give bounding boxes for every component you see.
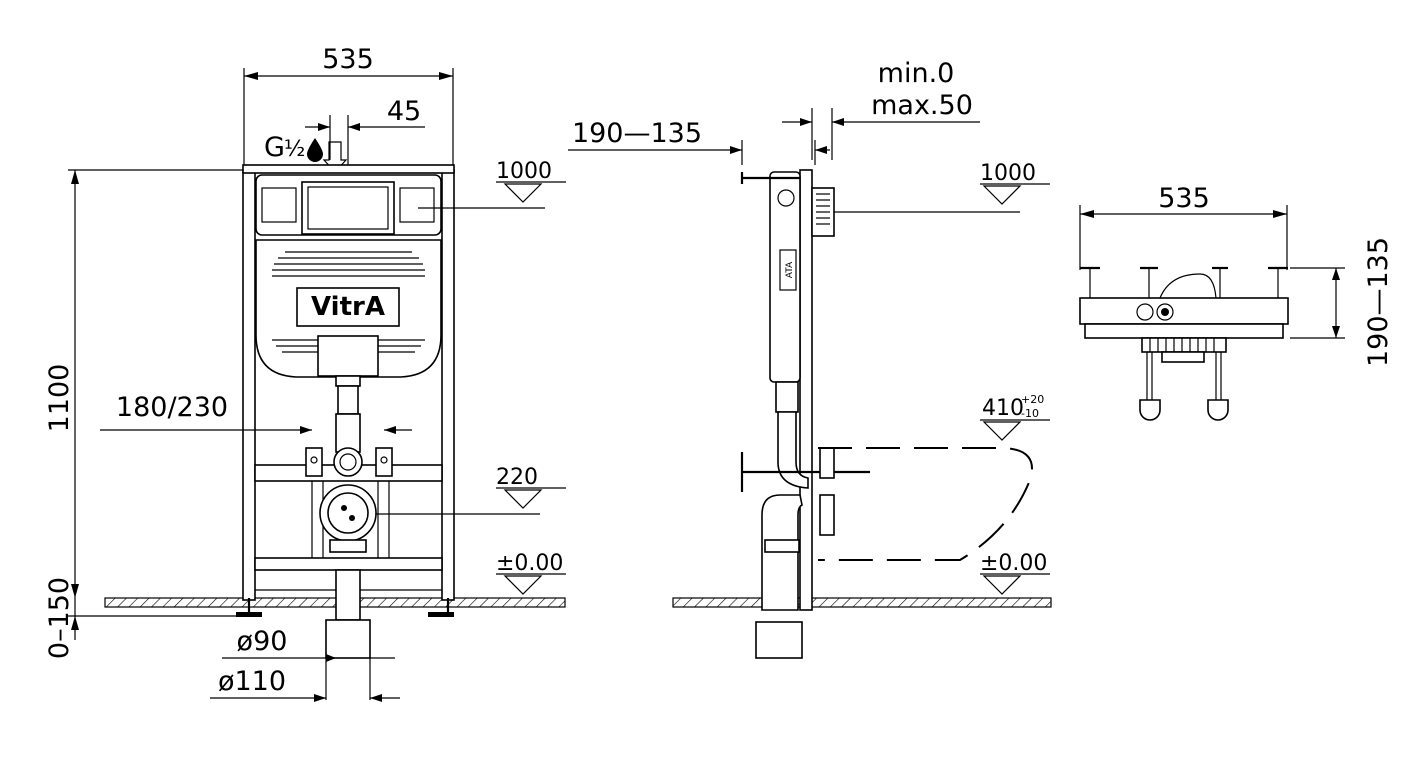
inlet-thread-label: G <box>264 132 285 163</box>
front-level-top-label: 1000 <box>496 159 552 184</box>
left-upright <box>242 169 256 601</box>
side-frame-tag <box>779 249 797 291</box>
flush-pipe <box>333 385 363 477</box>
side-level-floor-label: ±0.00 <box>980 551 1047 576</box>
side-level-410: 410 +20 -10 <box>980 393 1050 441</box>
water-drop-icon <box>307 138 323 162</box>
drain-bracket <box>819 494 835 536</box>
wall-offset-dimension: 190—135 <box>568 118 830 165</box>
top-width-dimension: 535 <box>1079 183 1288 270</box>
pipe-outer-diameter-label: ø110 <box>218 666 286 697</box>
adjust-max-label: max.50 <box>871 90 973 121</box>
front-view: 535 45 G ½ 1100 <box>44 44 566 702</box>
top-depth-label: 190—135 <box>1363 237 1394 367</box>
front-level-mid-label: 220 <box>496 465 538 490</box>
inlet-offset-dimension: 45 <box>305 96 425 165</box>
bolt-spacing-dimension: 180/230 <box>100 392 412 434</box>
side-level-top-label: 1000 <box>980 161 1036 186</box>
bolt-spacing-label: 180/230 <box>116 392 228 423</box>
side-floor <box>672 597 1052 608</box>
right-foot <box>428 612 454 617</box>
front-floor <box>104 597 566 608</box>
side-level-bowl-tol-minus: -10 <box>1021 407 1039 420</box>
top-width-label: 535 <box>1158 183 1210 214</box>
side-level-floor: ±0.00 <box>980 551 1050 595</box>
floor-adjust-label: 0–150 <box>44 577 75 659</box>
front-level-floor: ±0.00 <box>496 551 566 595</box>
pipe-diameter-dimensions: ø90 ø110 <box>210 626 400 702</box>
right-upright <box>441 169 455 601</box>
adjust-range-dimension: min.0 max.50 <box>782 58 980 160</box>
wall-offset-label: 190—135 <box>572 118 702 149</box>
left-bolt-plate <box>305 447 323 477</box>
bowl-bolt-bracket <box>819 447 835 479</box>
pipe-inner-diameter-label: ø90 <box>237 626 288 657</box>
top-view-frame <box>1079 266 1289 421</box>
height-dimension: 1100 <box>44 169 243 598</box>
top-depth-dimension: 190—135 <box>1290 237 1394 367</box>
toilet-bowl-outline <box>818 447 1033 561</box>
adjust-min-label: min.0 <box>878 58 955 89</box>
front-level-220: 220 <box>376 465 566 515</box>
front-level-1000: 1000 <box>418 159 566 209</box>
cistern: VitrA <box>255 174 442 387</box>
drain-outlet <box>319 484 377 659</box>
side-level-1000: 1000 <box>834 161 1050 213</box>
front-level-floor-label: ±0.00 <box>496 551 563 576</box>
side-frame-label: ATA <box>785 261 795 278</box>
left-foot <box>236 612 262 617</box>
brand-logo: VitrA <box>311 292 385 322</box>
top-rail <box>242 164 455 174</box>
side-level-bowl-label: 410 <box>982 396 1024 421</box>
top-view: 535 190—135 <box>1079 183 1394 421</box>
side-view: 190—135 min.0 max.50 ATA <box>568 58 1052 659</box>
water-inlet: G ½ <box>264 132 348 173</box>
inlet-offset-label: 45 <box>387 96 421 127</box>
side-level-bowl-tol-plus: +20 <box>1021 393 1044 406</box>
floor-adjust-dimension: 0–150 <box>44 577 243 659</box>
inlet-thread-fraction: ½ <box>284 137 305 162</box>
right-bolt-plate <box>375 447 393 477</box>
front-width-dimension: 535 <box>243 44 454 165</box>
side-frame-upright <box>799 169 813 611</box>
front-width-label: 535 <box>322 44 374 75</box>
side-flush-pipe <box>775 381 799 413</box>
lower-rail <box>254 557 443 571</box>
height-label: 1100 <box>44 364 75 433</box>
